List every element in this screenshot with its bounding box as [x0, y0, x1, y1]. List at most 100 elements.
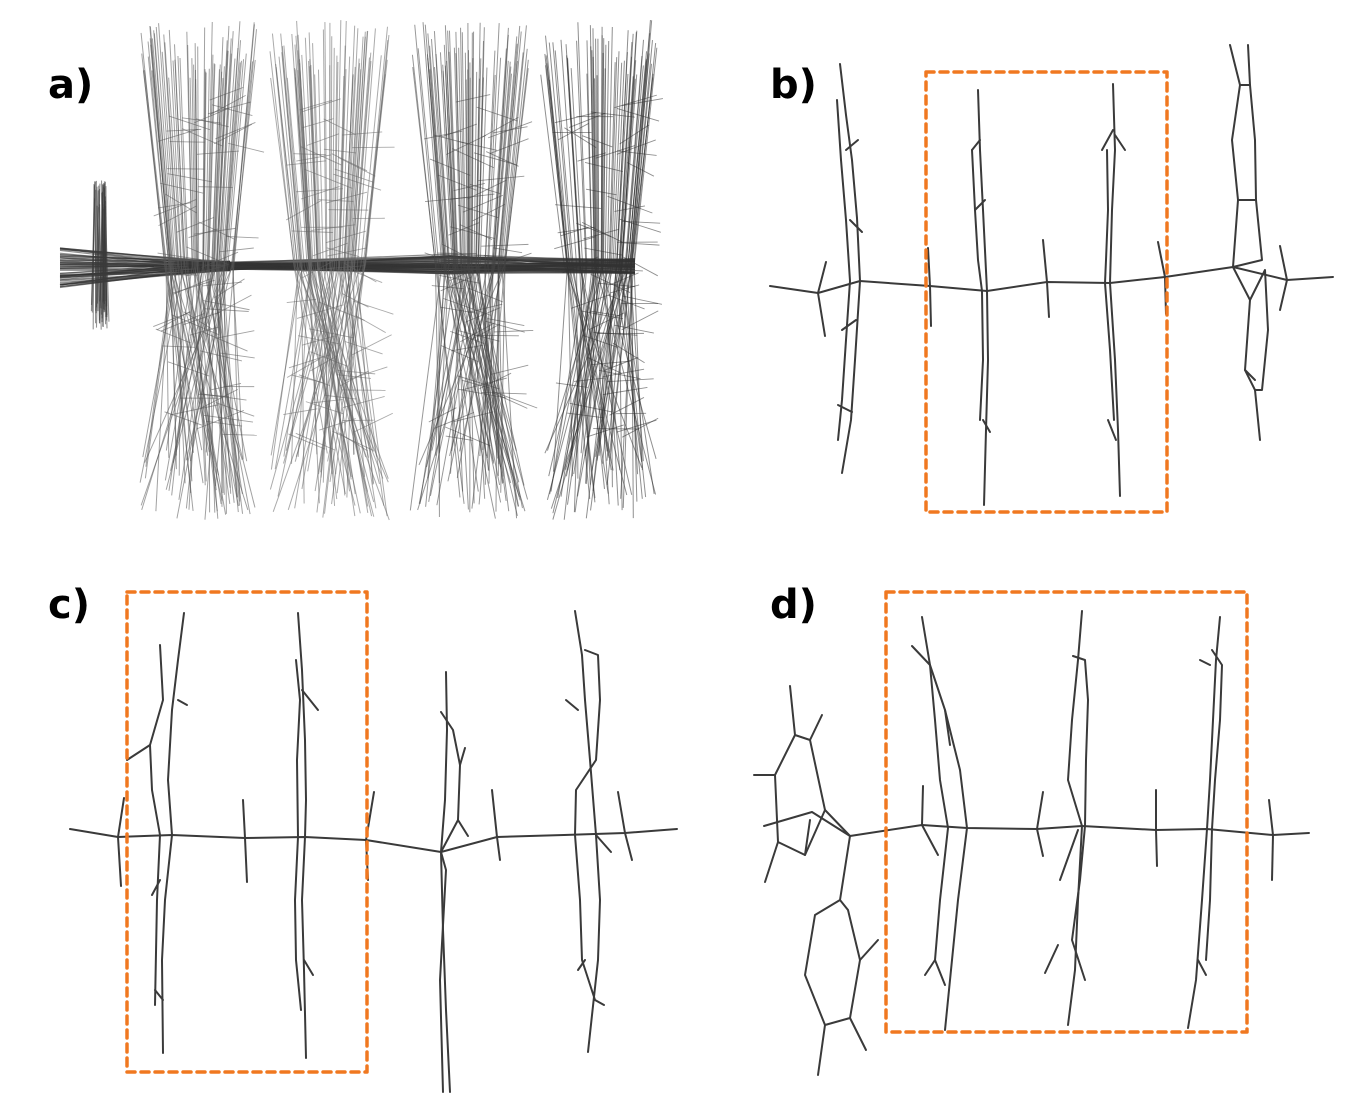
ensemble-bond — [450, 344, 483, 352]
ensemble-bond — [164, 265, 194, 453]
ensemble-bond — [497, 265, 504, 477]
ensemble-bond — [566, 57, 581, 267]
ensemble-bond — [351, 31, 368, 267]
ensemble-bond — [300, 146, 342, 166]
ensemble-bond — [595, 265, 632, 457]
ensemble-bond — [554, 50, 574, 267]
ensemble-bond — [139, 265, 185, 483]
ensemble-bond — [191, 58, 196, 267]
ensemble-bond — [594, 78, 598, 267]
ensemble-bond — [500, 31, 522, 267]
ensemble-bond — [288, 433, 326, 450]
ensemble-bond — [164, 411, 203, 426]
ensemble-bond — [491, 48, 507, 267]
ensemble-bond — [96, 188, 101, 304]
ensemble-bond — [433, 31, 450, 267]
ensemble-bond — [193, 227, 236, 235]
ensemble-bond — [479, 67, 488, 267]
ensemble-bond — [455, 53, 463, 267]
ensemble-bond — [546, 63, 569, 267]
ensemble-bond — [573, 265, 604, 475]
ensemble-bond — [602, 386, 648, 396]
ensemble-bond — [311, 224, 356, 231]
ensemble-bond — [595, 38, 598, 267]
ensemble-bond — [566, 265, 628, 496]
ensemble-bond — [335, 20, 342, 267]
panel-c: c) — [48, 582, 678, 1093]
ensemble-bond — [610, 51, 620, 267]
panel-b-backbone — [769, 266, 1334, 294]
ensemble-bond — [619, 124, 650, 145]
ensemble-bond — [188, 265, 205, 510]
ensemble-bond — [283, 408, 318, 415]
ensemble-bond — [197, 46, 200, 267]
ensemble-bond — [457, 388, 507, 399]
ensemble-bond — [588, 312, 625, 331]
ensemble-bond — [294, 44, 310, 267]
ensemble-bond — [417, 48, 440, 267]
ensemble-bond — [59, 264, 231, 270]
ensemble-bond — [304, 37, 316, 267]
panel-d-label: d) — [770, 582, 817, 628]
panel-b-pendant-4 — [1229, 44, 1269, 441]
ensemble-bond — [196, 409, 245, 430]
panel-c-side-groups — [117, 789, 633, 887]
ensemble-bond — [322, 265, 369, 507]
ensemble-bond — [475, 265, 525, 486]
ensemble-bond — [614, 205, 646, 212]
ensemble-bond — [425, 265, 450, 507]
ensemble-bond — [616, 108, 660, 122]
ensemble-bond — [581, 310, 624, 320]
ensemble-bond — [343, 262, 377, 283]
ensemble-bond — [552, 265, 568, 472]
panel-d-pendant-3 — [1044, 610, 1089, 1026]
ensemble-bond — [202, 27, 206, 267]
ensemble-bond — [622, 220, 661, 224]
ensemble-bond — [609, 272, 639, 286]
ensemble-bond — [338, 157, 376, 177]
ensemble-bond — [460, 265, 502, 468]
ensemble-bond — [608, 62, 616, 267]
ensemble-bond — [612, 62, 623, 267]
ensemble-bond — [430, 39, 448, 267]
ensemble-bond — [205, 68, 210, 267]
ensemble-bond — [616, 73, 629, 267]
ensemble-bond — [295, 265, 355, 457]
ensemble-bond — [178, 265, 243, 461]
ensemble-bond — [299, 265, 346, 495]
panel-a: a) — [48, 19, 663, 521]
ensemble-bond — [206, 265, 216, 513]
ensemble-bond — [206, 22, 213, 267]
ensemble-bond — [471, 31, 475, 267]
ensemble-bond — [504, 59, 529, 267]
ensemble-bond — [283, 45, 303, 267]
ensemble-bond — [347, 69, 362, 267]
ensemble-bond — [607, 195, 653, 214]
ensemble-bond — [602, 368, 645, 378]
ensemble-bond — [501, 52, 524, 267]
ensemble-bond — [631, 265, 634, 519]
ensemble-bond — [310, 65, 320, 267]
ensemble-bond — [577, 22, 588, 267]
ensemble-bond — [327, 265, 366, 462]
ensemble-bond — [195, 79, 198, 267]
ensemble-bond — [326, 247, 360, 258]
panel-c-highlight-box — [125, 590, 369, 1074]
ensemble-bond — [355, 315, 386, 334]
ensemble-bond — [428, 265, 469, 502]
ensemble-bond — [225, 236, 259, 239]
ensemble-bond — [99, 204, 102, 315]
ensemble-bond — [625, 265, 639, 475]
ensemble-bond — [159, 182, 204, 194]
ensemble-bond — [200, 388, 238, 409]
ensemble-bond — [143, 70, 168, 267]
ensemble-bond — [220, 58, 236, 267]
panel-d-pendant-4 — [1187, 616, 1223, 1029]
ensemble-bond — [232, 22, 255, 267]
ensemble-bond — [155, 26, 175, 267]
ensemble-bond — [490, 252, 532, 268]
ensemble-bond — [487, 318, 525, 326]
panel-b-side-groups — [817, 239, 1288, 337]
ensemble-bond — [625, 65, 644, 267]
ensemble-bond — [306, 265, 361, 514]
